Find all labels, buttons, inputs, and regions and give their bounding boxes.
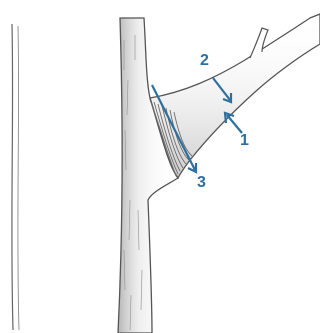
arrow-1 [227, 115, 242, 133]
label-2: 2 [200, 53, 209, 69]
thin-stem [12, 24, 13, 330]
trunk [118, 18, 178, 333]
label-1: 1 [240, 133, 249, 149]
thin-stem-edge [18, 26, 19, 330]
label-3: 3 [197, 175, 206, 191]
